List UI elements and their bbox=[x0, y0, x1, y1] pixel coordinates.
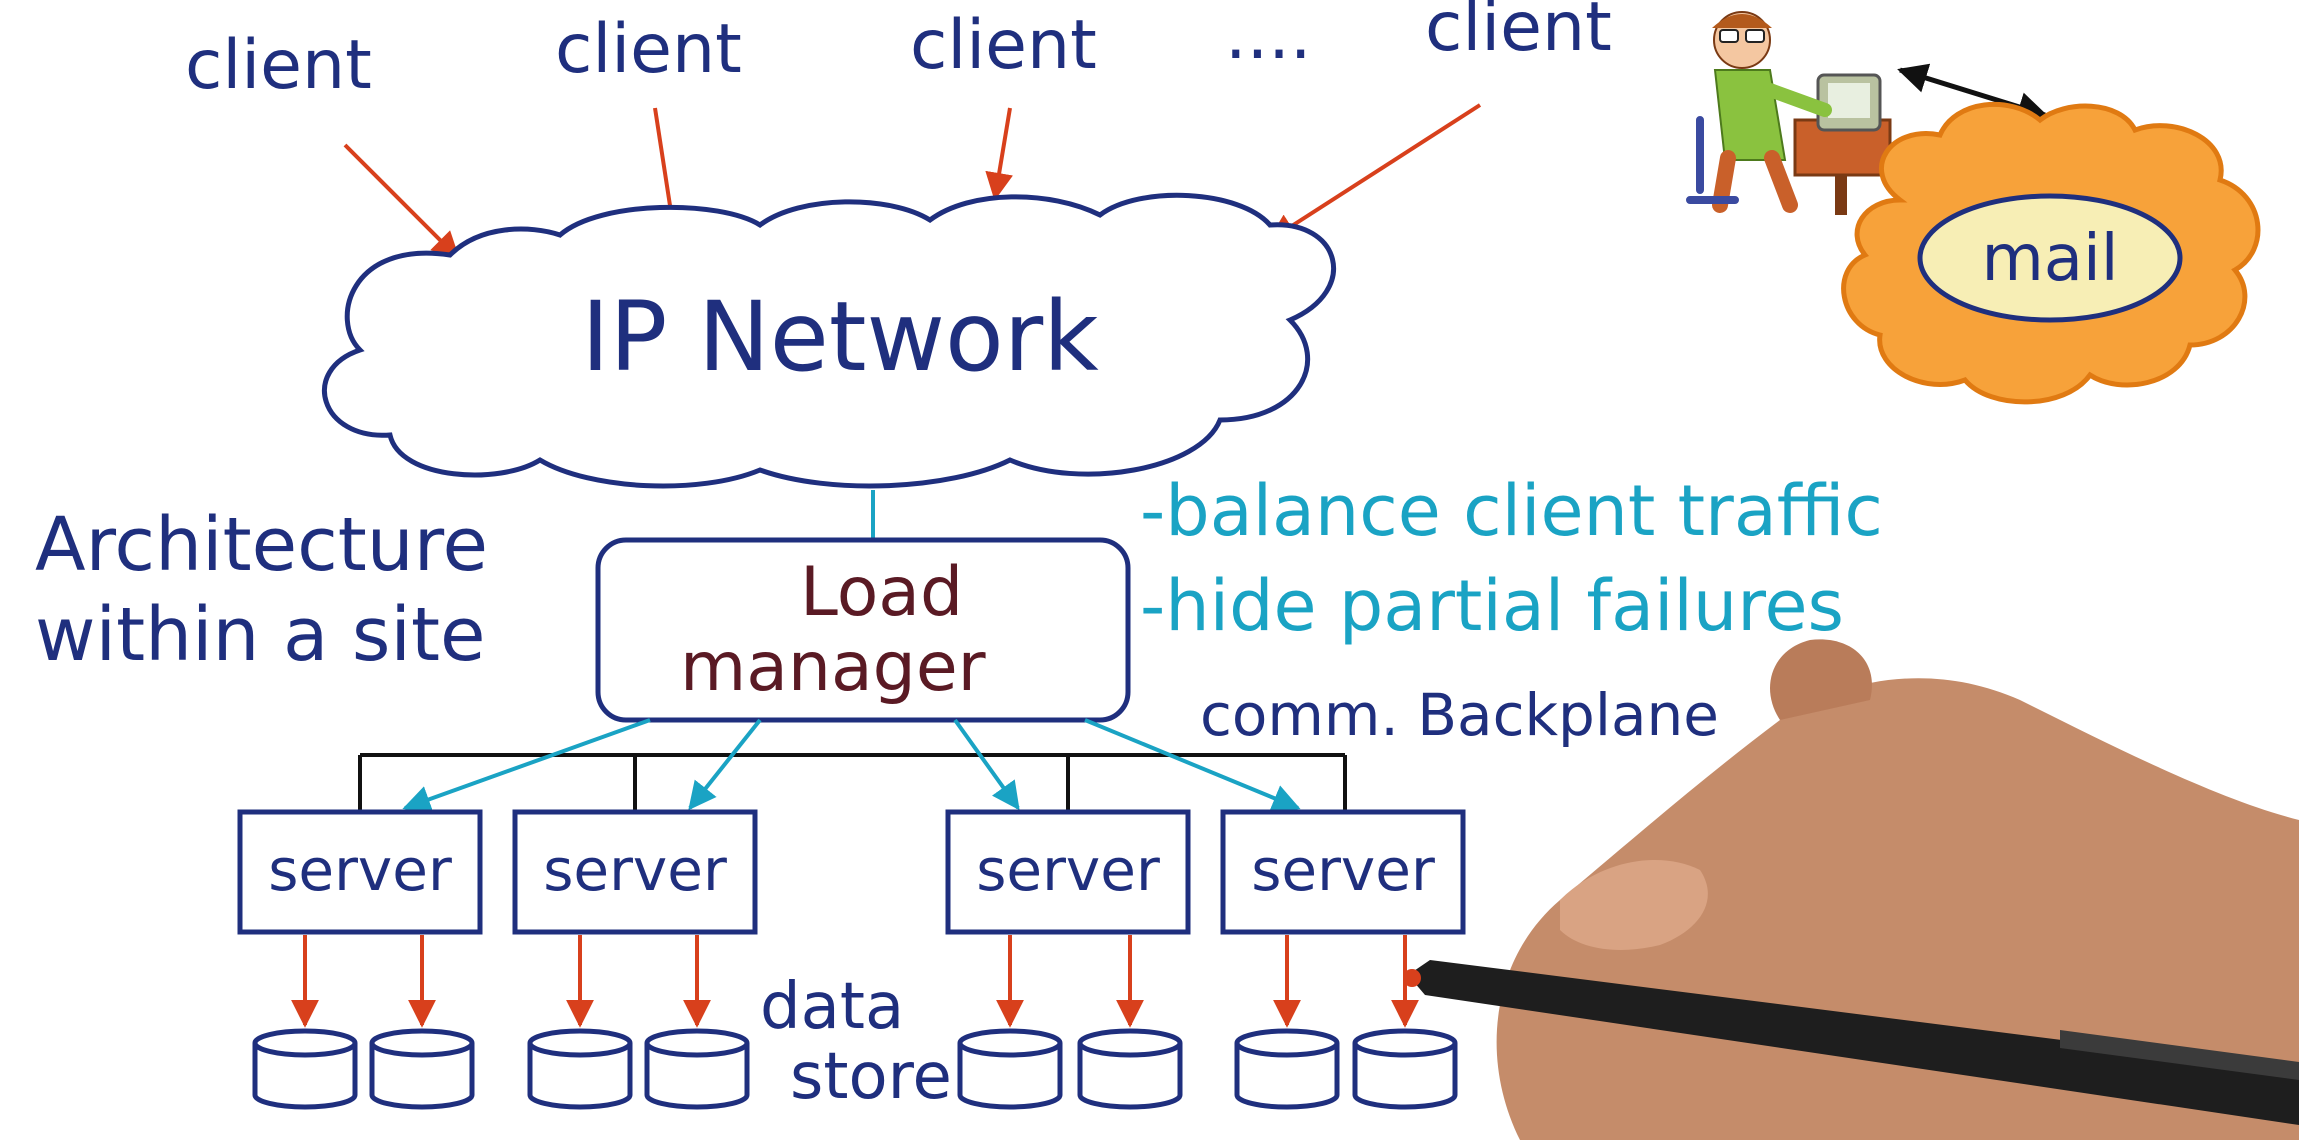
data-store-cylinder bbox=[1234, 1028, 1340, 1110]
data-store-cylinder bbox=[252, 1028, 358, 1110]
data-store-cylinder bbox=[644, 1028, 750, 1110]
load-manager-line2: manager bbox=[680, 628, 986, 707]
note-balance-traffic: -balance client traffic bbox=[1140, 470, 1883, 552]
client-arrow-1 bbox=[343, 143, 460, 260]
data-store-line2: store bbox=[790, 1040, 952, 1114]
load-manager-notes: -balance client traffic -hide partial fa… bbox=[1140, 470, 1883, 647]
mail-service-cloud: mail bbox=[1841, 101, 2261, 405]
data-store-cylinder bbox=[1352, 1028, 1458, 1110]
mail-label: mail bbox=[1981, 222, 2118, 296]
client-label-1: client bbox=[185, 26, 372, 105]
load-manager-box bbox=[595, 537, 1131, 723]
user-at-computer-illustration bbox=[1686, 11, 1892, 215]
data-store-cylinder bbox=[1077, 1028, 1183, 1110]
data-store-cylinder bbox=[957, 1028, 1063, 1110]
mail-label-oval bbox=[1917, 193, 2183, 323]
presenter-hand-with-pen bbox=[1403, 639, 2299, 1140]
data-store-cylinder bbox=[369, 1028, 475, 1110]
dispatch-arrow-4 bbox=[1084, 718, 1301, 812]
dispatch-arrow-3 bbox=[953, 718, 1020, 811]
ip-network-cloud: IP Network bbox=[321, 192, 1336, 489]
load-manager-line1: Load bbox=[800, 553, 963, 632]
client-labels: client client client .... client bbox=[185, 0, 1612, 105]
client-ellipsis: .... bbox=[1225, 0, 1311, 75]
load-manager: Load manager bbox=[595, 537, 1131, 723]
architecture-label-line2: within a site bbox=[35, 592, 486, 678]
data-store-caption: data store bbox=[760, 970, 952, 1114]
data-store-cylinder bbox=[527, 1028, 633, 1110]
server-box bbox=[945, 809, 1191, 935]
server-1: server bbox=[237, 809, 483, 935]
data-store-line1: data bbox=[760, 970, 904, 1044]
client-label-4: client bbox=[1425, 0, 1612, 67]
servers: server server server server bbox=[237, 809, 1466, 935]
client-arrow-4 bbox=[1267, 103, 1482, 242]
architecture-caption: Architecture within a site bbox=[35, 502, 488, 678]
client-label-2: client bbox=[555, 10, 742, 89]
server-4: server bbox=[1220, 809, 1466, 935]
dispatch-arrow-1 bbox=[402, 718, 651, 813]
client-label-3: client bbox=[910, 6, 1097, 85]
server-box bbox=[1220, 809, 1466, 935]
dispatch-arrow-2 bbox=[688, 718, 762, 811]
network-label: IP Network bbox=[581, 281, 1099, 393]
server-label: server bbox=[976, 836, 1160, 904]
server-label: server bbox=[1251, 836, 1435, 904]
backplane-label: comm. Backplane bbox=[1200, 681, 1719, 749]
dispatch-arrows bbox=[402, 718, 1301, 813]
server-box bbox=[512, 809, 758, 935]
client-arrows bbox=[343, 103, 1482, 260]
server-3: server bbox=[945, 809, 1191, 935]
server-label: server bbox=[543, 836, 727, 904]
server-2: server bbox=[512, 809, 758, 935]
comm-backplane: comm. Backplane bbox=[358, 681, 1719, 810]
architecture-label-line1: Architecture bbox=[35, 502, 488, 588]
client-arrow-3 bbox=[985, 107, 1013, 201]
server-label: server bbox=[268, 836, 452, 904]
server-box bbox=[237, 809, 483, 935]
data-stores bbox=[252, 1028, 1458, 1110]
note-hide-failures: -hide partial failures bbox=[1140, 565, 1844, 647]
storage-arrows bbox=[291, 935, 1419, 1028]
